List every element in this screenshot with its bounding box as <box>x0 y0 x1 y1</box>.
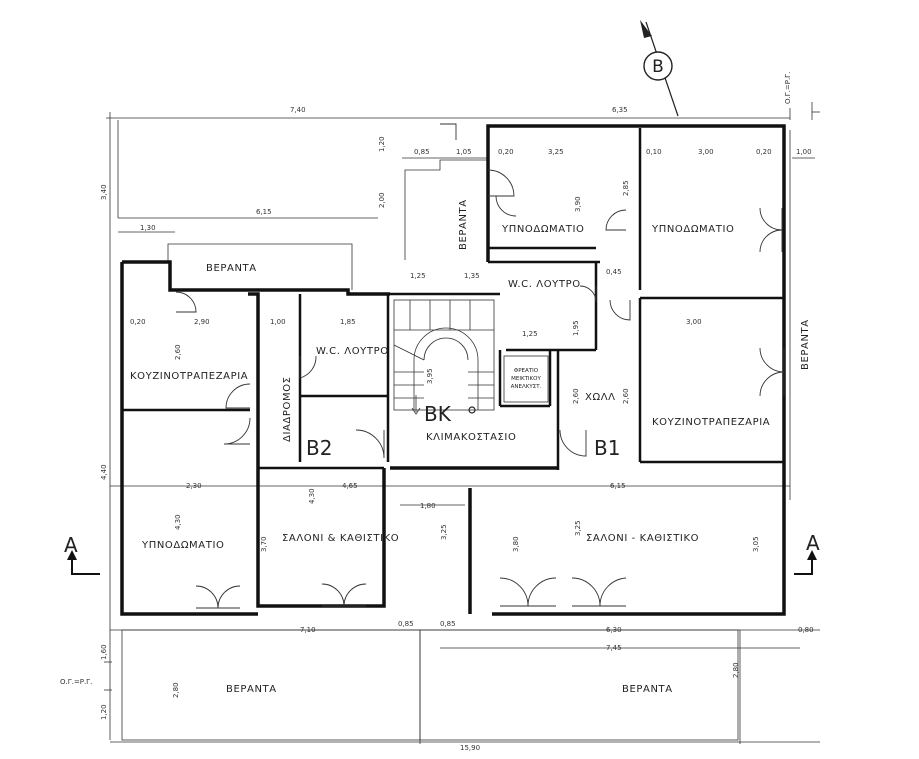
dim: 3,80 <box>512 536 520 552</box>
dim: 1,25 <box>410 272 426 280</box>
dimension-labels: 7,40 6,35 6,15 1,30 3,40 0,85 1,05 0,20 … <box>100 106 814 752</box>
dim: 2,80 <box>172 682 180 698</box>
og-bottom-label: Ο.Γ.=Ρ.Γ. <box>60 678 92 686</box>
dim: 3,00 <box>698 148 714 156</box>
stairwell-label: ΚΛΙΜΑΚΟΣΤΑΣΙΟ <box>426 432 516 443</box>
dim: 0,85 <box>398 620 414 628</box>
north-marker-label: B <box>652 57 664 77</box>
unit-labels: BK B1 B2 Ο.Γ.=Ρ.Γ. Ο.Γ.=Ρ.Γ. <box>60 72 792 686</box>
dim: 4,40 <box>100 464 108 480</box>
b1-label: B1 <box>594 436 620 460</box>
dim: 1,00 <box>270 318 286 326</box>
veranda-center-label: ΒΕΡΑΝΤΑ <box>458 199 469 250</box>
dim: 2,80 <box>732 662 740 678</box>
dim: 6,35 <box>612 106 628 114</box>
dim: 0,20 <box>756 148 772 156</box>
dim: 6,30 <box>606 626 622 634</box>
dim: 1,25 <box>522 330 538 338</box>
dim: 1,60 <box>100 644 108 660</box>
bk-label: BK <box>424 402 452 426</box>
dim: 2,30 <box>186 482 202 490</box>
dim: 2,90 <box>194 318 210 326</box>
kitchen-left-label: ΚΟΥΖΙΝΟΤΡΑΠΕΖΑΡΙΑ <box>130 371 248 382</box>
veranda-right-label: ΒΕΡΑΝΤΑ <box>800 319 811 370</box>
living-right-label: ΣΑΛΟΝΙ - ΚΑΘΙΣΤΙΚΟ <box>586 533 699 544</box>
dim: 3,25 <box>548 148 564 156</box>
dim: 4,65 <box>342 482 358 490</box>
interior-walls <box>122 128 784 614</box>
section-a-left-label: A <box>64 533 78 557</box>
dim: 3,25 <box>574 520 582 536</box>
dim: 3,90 <box>574 196 582 212</box>
dim: 0,20 <box>498 148 514 156</box>
dim: 0,45 <box>606 268 622 276</box>
corridor-label: ΔΙΑΔΡΟΜΟΣ <box>282 376 293 442</box>
dim: 7,45 <box>606 644 622 652</box>
bedroom-left-label: ΥΠΝΟΔΩΜΑΤΙΟ <box>141 540 224 551</box>
dim: 6,15 <box>610 482 626 490</box>
dim: 3,40 <box>100 184 108 200</box>
dim: 2,00 <box>378 192 386 208</box>
veranda-top-left-label: ΒΕΡΑΝΤΑ <box>206 263 257 274</box>
veranda-bottom-right-label: ΒΕΡΑΝΤΑ <box>622 684 673 695</box>
wc-left-label: W.C. ΛΟΥΤΡΟ <box>316 346 389 357</box>
section-marker-right: A <box>794 531 820 575</box>
b2-label: B2 <box>306 436 332 460</box>
dim: 4,30 <box>174 514 182 530</box>
hall-label: ΧΩΛΛ <box>585 392 616 403</box>
dim: 2,60 <box>174 344 182 360</box>
dim: 1,05 <box>456 148 472 156</box>
dim: 1,35 <box>464 272 480 280</box>
dim: 1,20 <box>100 704 108 720</box>
dim: 0,85 <box>414 148 430 156</box>
shaft-label-2: ΜΕΙΚΤΙΚΟΥ <box>511 376 541 382</box>
dim: 3,25 <box>440 524 448 540</box>
dim: 7,10 <box>300 626 316 634</box>
dim: 0,10 <box>646 148 662 156</box>
dim: 1,85 <box>340 318 356 326</box>
door-swings <box>175 123 785 609</box>
dim: 3,00 <box>686 318 702 326</box>
og-top-label: Ο.Γ.=Ρ.Γ. <box>784 72 792 104</box>
dim: 1,95 <box>572 320 580 336</box>
dim: 6,15 <box>256 208 272 216</box>
dim: 7,40 <box>290 106 306 114</box>
dim: 2,85 <box>622 180 630 196</box>
shaft-label-3: ΑΝΕΛΚΥΣΤ. <box>511 384 542 390</box>
veranda-bottom-left-label: ΒΕΡΑΝΤΑ <box>226 684 277 695</box>
staircase <box>393 299 495 415</box>
living-left-label: ΣΑΛΟΝΙ & ΚΑΘΙΣΤΙΚΟ <box>282 533 399 544</box>
dim: 15,90 <box>460 744 480 752</box>
dim: 3,70 <box>260 536 268 552</box>
dim: 4,30 <box>308 488 316 504</box>
dim: 1,20 <box>378 136 386 152</box>
dim: 3,05 <box>752 536 760 552</box>
dim: 0,20 <box>130 318 146 326</box>
kitchen-right-label: ΚΟΥΖΙΝΟΤΡΑΠΕΖΑΡΙΑ <box>652 417 770 428</box>
bedroom-top-center-label: ΥΠΝΟΔΩΜΑΤΙΟ <box>501 224 584 235</box>
wc-right-label: W.C. ΛΟΥΤΡΟ <box>508 279 581 290</box>
elevator-shaft <box>503 355 549 403</box>
north-arrow: B <box>640 20 679 117</box>
section-marker-left: A <box>64 533 100 575</box>
dim: 2,60 <box>572 388 580 404</box>
dim: 0,85 <box>440 620 456 628</box>
room-labels: ΒΕΡΑΝΤΑ ΒΕΡΑΝΤΑ ΒΕΡΑΝΤΑ ΒΕΡΑΝΤΑ ΒΕΡΑΝΤΑ … <box>130 199 811 695</box>
section-a-right-label: A <box>806 531 820 555</box>
dim: 2,60 <box>622 388 630 404</box>
dim: 1,30 <box>140 224 156 232</box>
shaft-label-1: ΦΡΕΑΤΙΟ <box>514 368 539 374</box>
dim: 0,80 <box>798 626 814 634</box>
bedroom-top-right-label: ΥΠΝΟΔΩΜΑΤΙΟ <box>651 224 734 235</box>
dim: 3,95 <box>426 368 434 384</box>
dim: 1,00 <box>796 148 812 156</box>
dim: 1,80 <box>420 502 436 510</box>
